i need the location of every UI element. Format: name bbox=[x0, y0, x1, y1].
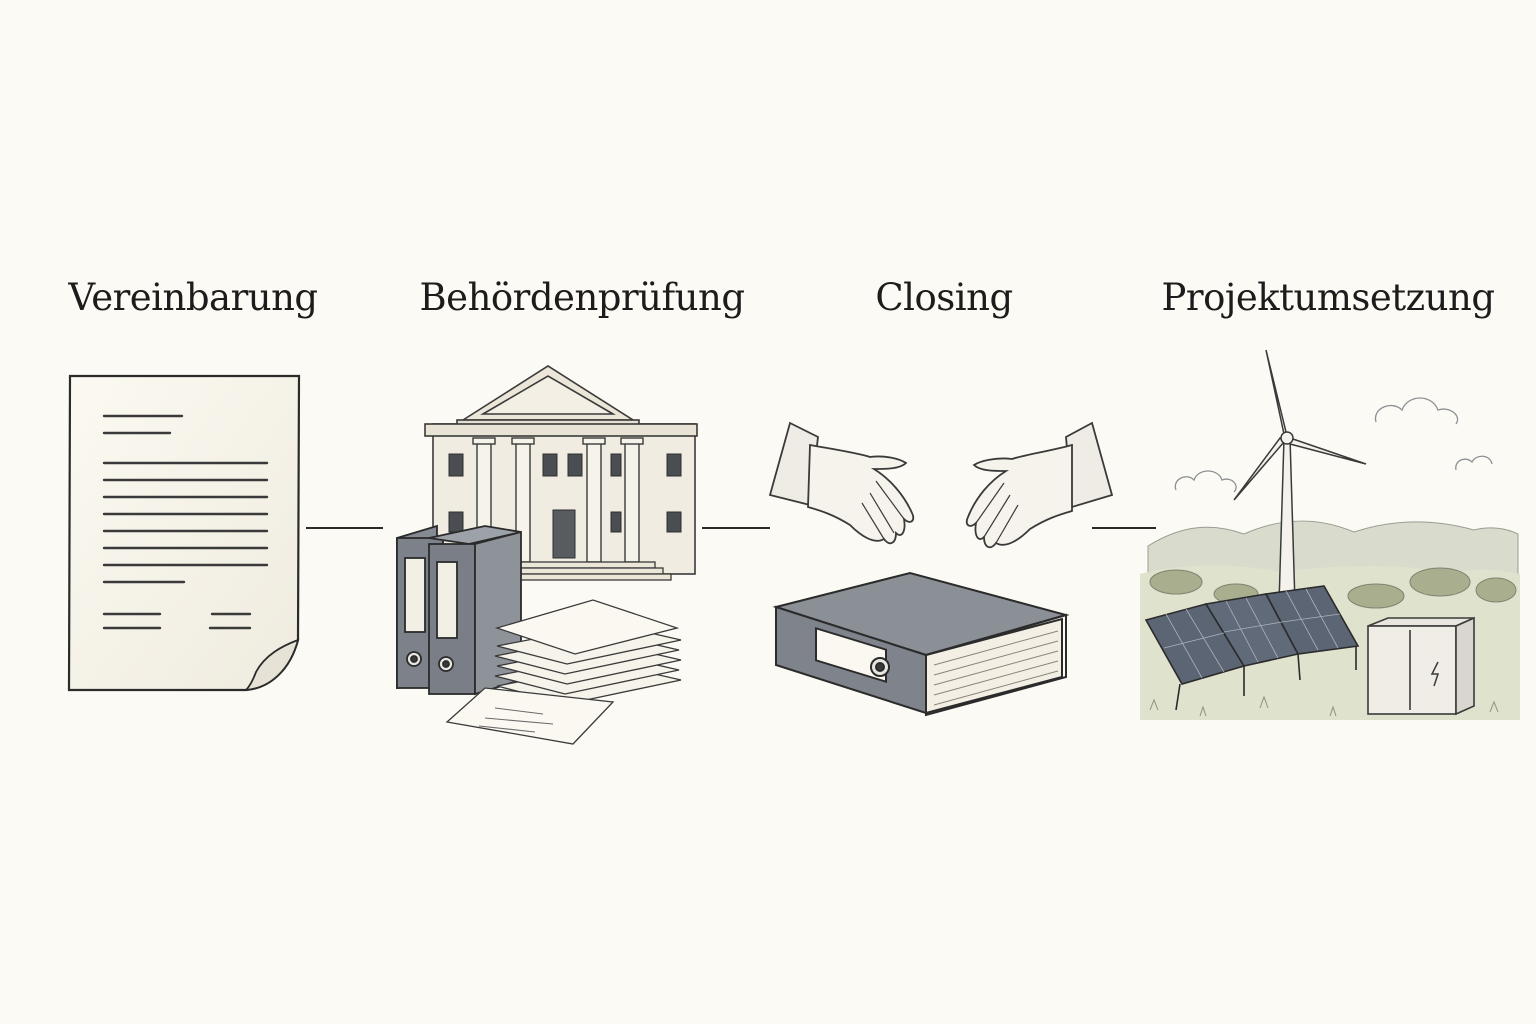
handshake-binder-icon bbox=[768, 421, 1114, 717]
connector-line bbox=[702, 527, 770, 529]
stage-title-vereinbarung: Vereinbarung bbox=[68, 276, 318, 319]
stage-title-behoerdenpruefung: Behördenprüfung bbox=[419, 276, 745, 319]
stage-title-closing: Closing bbox=[875, 276, 1013, 319]
renewable-energy-site-icon bbox=[1140, 349, 1520, 720]
agreement-document-icon bbox=[67, 374, 301, 692]
authority-building-files-icon bbox=[396, 365, 698, 745]
stage-title-projektumsetzung: Projektumsetzung bbox=[1161, 276, 1495, 319]
connector-line bbox=[1092, 527, 1156, 529]
connector-line bbox=[306, 527, 383, 529]
